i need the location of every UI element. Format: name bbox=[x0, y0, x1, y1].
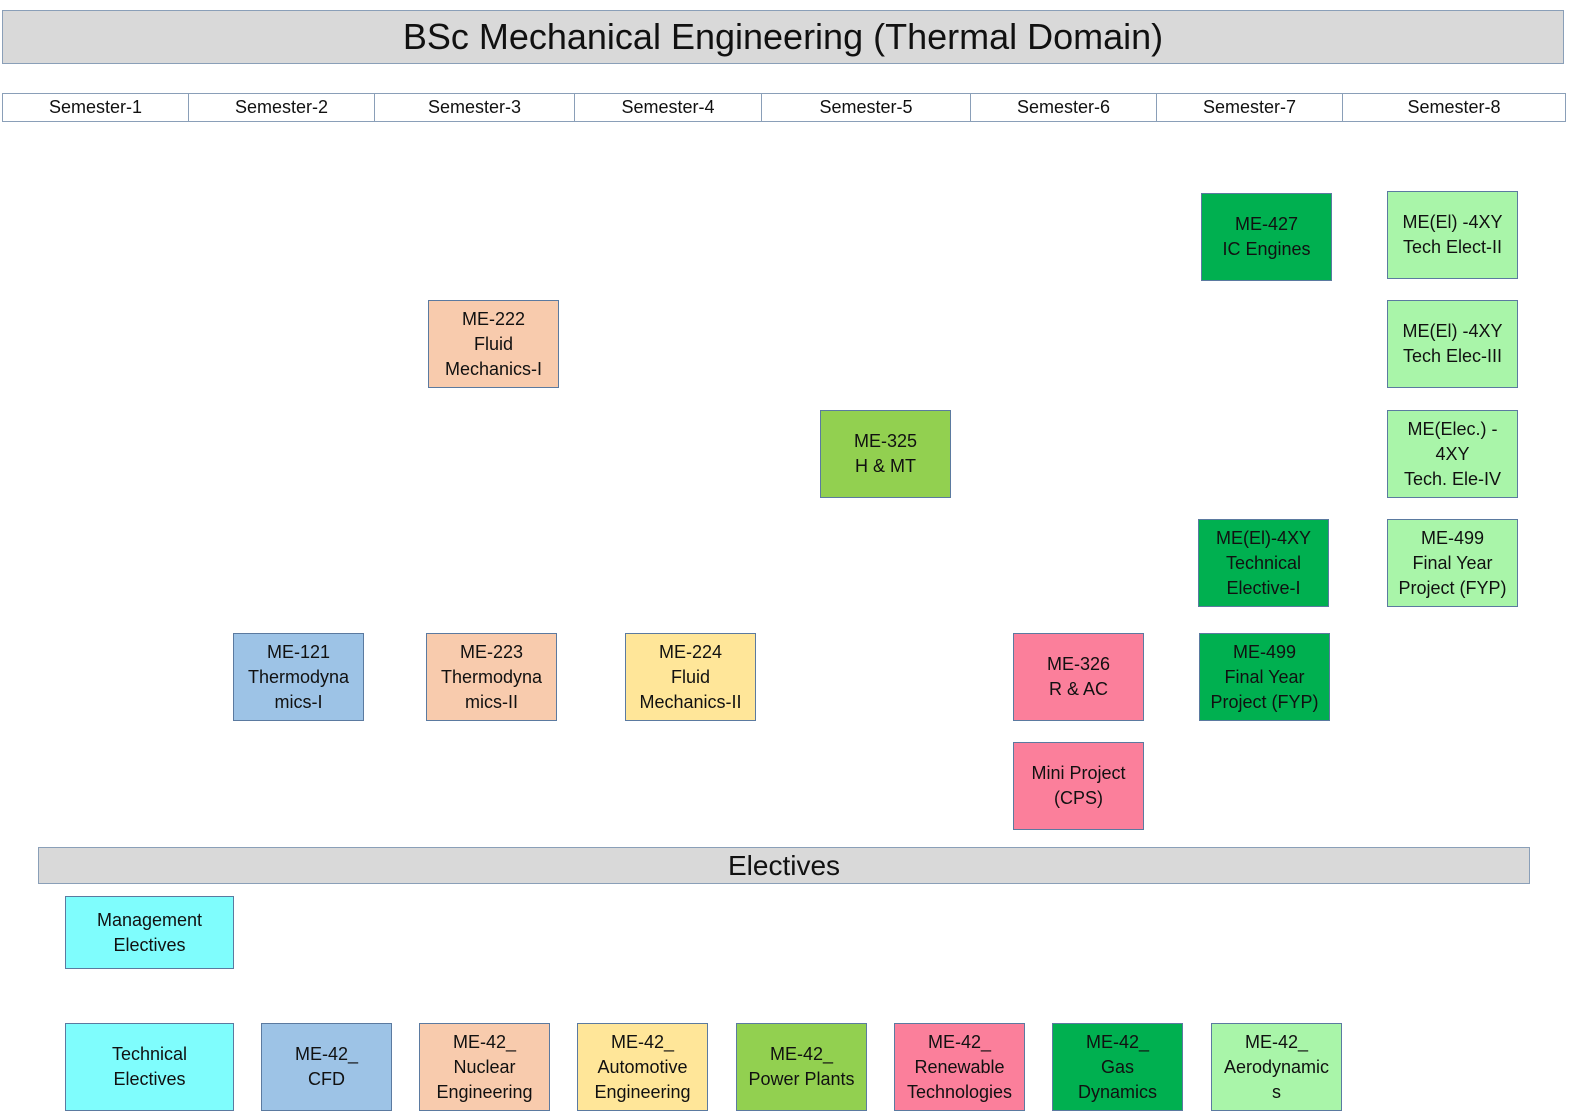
course-me326-rac: ME-326 R & AC bbox=[1013, 633, 1144, 721]
elective-cfd: ME-42_ CFD bbox=[261, 1023, 392, 1111]
course-me499-fyp-sem8: ME-499 Final Year Project (FYP) bbox=[1387, 519, 1518, 607]
semester-4-header: Semester-4 bbox=[574, 93, 762, 122]
course-me224-fluid-mechanics-2: ME-224 Fluid Mechanics-II bbox=[625, 633, 756, 721]
semester-8-header: Semester-8 bbox=[1342, 93, 1566, 122]
course-me223-thermodynamics-2: ME-223 Thermodyna mics-II bbox=[426, 633, 557, 721]
semester-2-header: Semester-2 bbox=[188, 93, 375, 122]
elective-automotive-engineering: ME-42_ Automotive Engineering bbox=[577, 1023, 708, 1111]
elective-power-plants: ME-42_ Power Plants bbox=[736, 1023, 867, 1111]
semester-5-header: Semester-5 bbox=[761, 93, 971, 122]
course-technical-elective-1: ME(El)-4XY Technical Elective-I bbox=[1198, 519, 1329, 607]
course-mini-project: Mini Project (CPS) bbox=[1013, 742, 1144, 830]
course-me427-ic-engines: ME-427 IC Engines bbox=[1201, 193, 1332, 281]
semester-1-header: Semester-1 bbox=[2, 93, 189, 122]
course-tech-elective-3: ME(El) -4XY Tech Elec-III bbox=[1387, 300, 1518, 388]
course-tech-elective-4: ME(Elec.) - 4XY Tech. Ele-IV bbox=[1387, 410, 1518, 498]
electives-heading: Electives bbox=[38, 847, 1530, 884]
elective-technical: Technical Electives bbox=[65, 1023, 234, 1111]
semester-3-header: Semester-3 bbox=[374, 93, 575, 122]
course-me121-thermodynamics-1: ME-121 Thermodyna mics-I bbox=[233, 633, 364, 721]
elective-management: Management Electives bbox=[65, 896, 234, 969]
elective-nuclear-engineering: ME-42_ Nuclear Engineering bbox=[419, 1023, 550, 1111]
semester-6-header: Semester-6 bbox=[970, 93, 1157, 122]
semester-7-header: Semester-7 bbox=[1156, 93, 1343, 122]
elective-renewable-technologies: ME-42_ Renewable Technologies bbox=[894, 1023, 1025, 1111]
course-me499-fyp-sem7: ME-499 Final Year Project (FYP) bbox=[1199, 633, 1330, 721]
course-tech-elective-2: ME(El) -4XY Tech Elect-II bbox=[1387, 191, 1518, 279]
elective-aerodynamics: ME-42_ Aerodynamic s bbox=[1211, 1023, 1342, 1111]
elective-gas-dynamics: ME-42_ Gas Dynamics bbox=[1052, 1023, 1183, 1111]
page-title: BSc Mechanical Engineering (Thermal Doma… bbox=[2, 10, 1564, 64]
course-me325-heat-mass-transfer: ME-325 H & MT bbox=[820, 410, 951, 498]
course-me222-fluid-mechanics-1: ME-222 Fluid Mechanics-I bbox=[428, 300, 559, 388]
